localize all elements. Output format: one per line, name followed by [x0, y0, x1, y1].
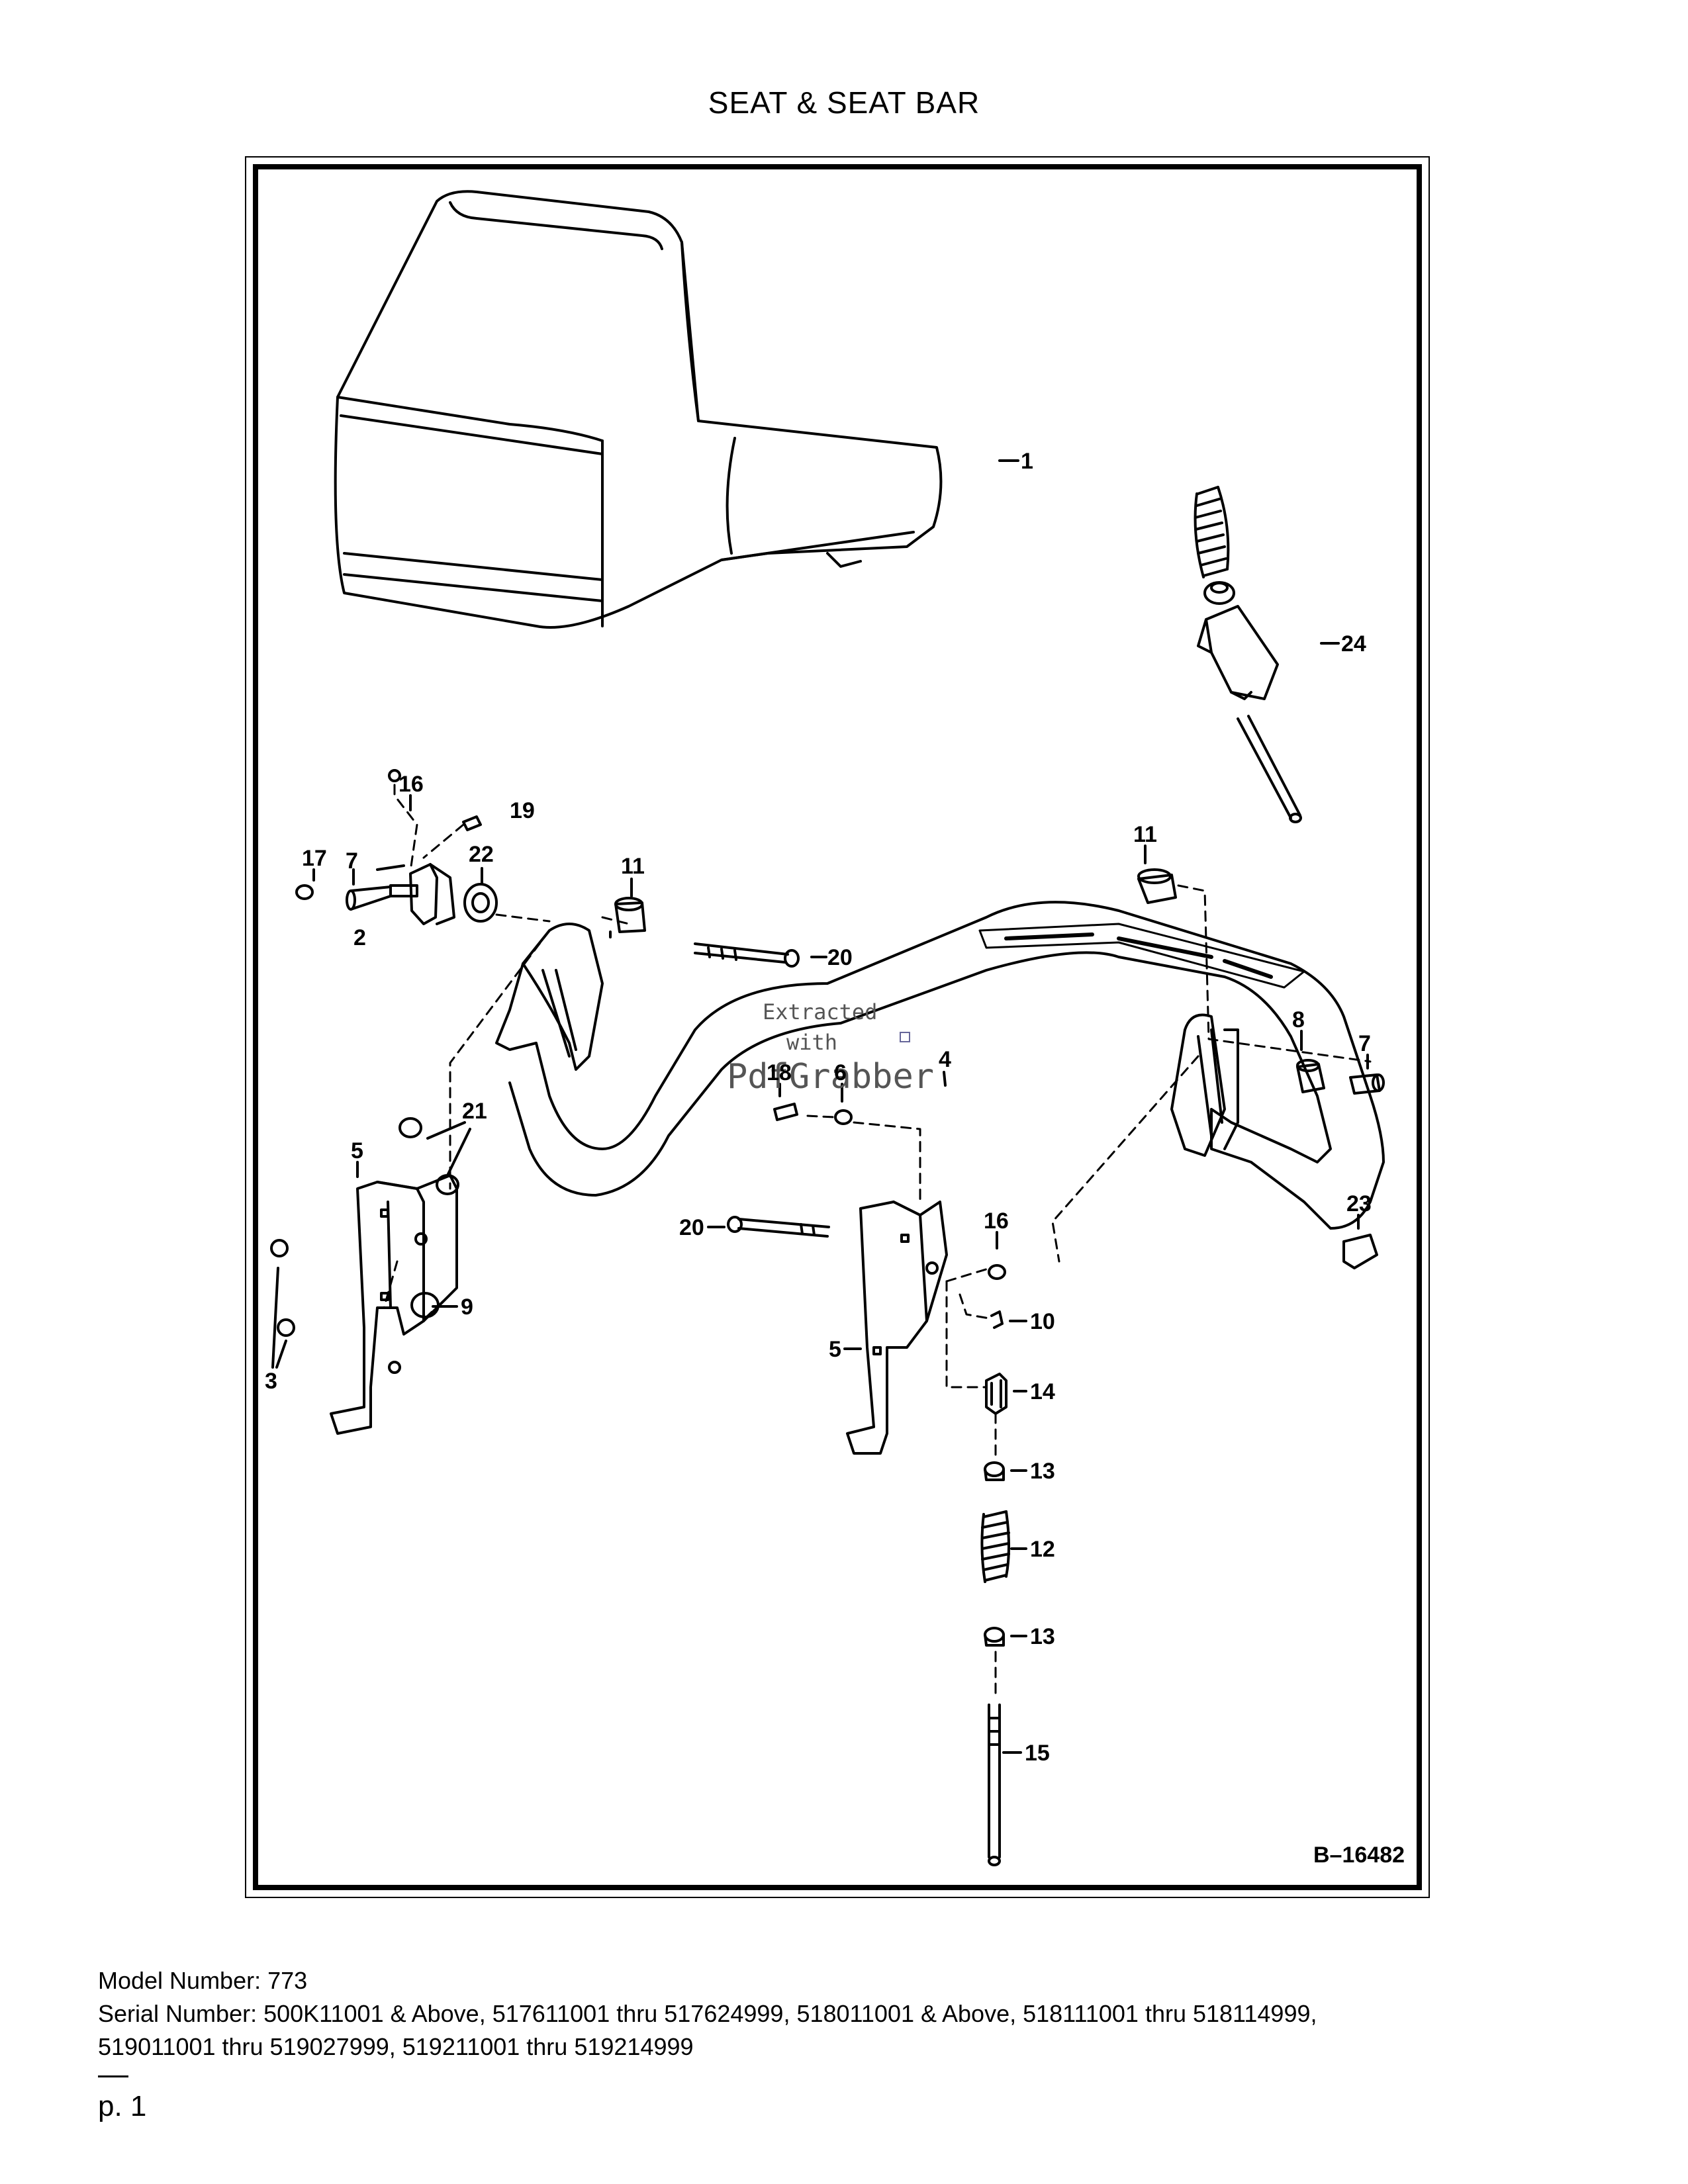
callout-3: 3	[265, 1369, 277, 1394]
callout-18: 18	[767, 1060, 792, 1085]
parts-drawing: Extracted with PdfGrabber 1 24 16 19 17 …	[265, 190, 1405, 1868]
callout-16-lower: 16	[984, 1208, 1009, 1234]
callout-7-right: 7	[1358, 1031, 1371, 1056]
callout-21: 21	[462, 1099, 487, 1124]
callout-12: 12	[1030, 1537, 1055, 1562]
diagram-frame: Extracted with PdfGrabber 1 24 16 19 17 …	[245, 156, 1430, 1898]
watermark-icon	[900, 1032, 910, 1042]
callout-leaders	[271, 459, 1369, 1754]
watermark: Extracted with PdfGrabber	[727, 999, 934, 1097]
callout-2: 2	[353, 925, 366, 950]
callout-13-lower: 13	[1030, 1624, 1055, 1649]
callout-5-left: 5	[351, 1138, 363, 1163]
callout-16-upper: 16	[399, 772, 424, 797]
callout-15: 15	[1025, 1741, 1050, 1766]
page-title: SEAT & SEAT BAR	[708, 85, 980, 120]
serial-number-line-2: 519011001 thru 519027999, 519211001 thru…	[98, 2033, 694, 2060]
model-number: Model Number: 773	[98, 1967, 308, 1994]
callout-17: 17	[302, 846, 327, 871]
left-lower-hardware	[270, 1117, 459, 1337]
callout-20-upper: 20	[827, 945, 853, 970]
seat	[334, 190, 943, 629]
callout-5-right: 5	[829, 1337, 841, 1362]
callout-24: 24	[1341, 631, 1366, 657]
callout-6: 6	[834, 1060, 847, 1085]
page-number: p. 1	[98, 2090, 147, 2122]
callout-11-left: 11	[621, 854, 645, 879]
figure-id: B–16482	[1313, 1843, 1405, 1868]
exploded-parts-diagram: Extracted with PdfGrabber 1 24 16 19 17 …	[253, 164, 1422, 1890]
callout-11-right: 11	[1133, 822, 1157, 847]
upper-left-leader-lines	[393, 784, 1372, 1263]
watermark-line-3: PdfGrabber	[727, 1057, 934, 1097]
callout-8: 8	[1292, 1007, 1305, 1032]
callout-9: 9	[461, 1295, 473, 1320]
callout-10: 10	[1030, 1309, 1055, 1334]
callout-4: 4	[939, 1047, 951, 1072]
callout-22: 22	[469, 842, 494, 867]
part-23	[1342, 1234, 1378, 1269]
seat-bar	[495, 901, 1385, 1230]
part-24-assembly	[1194, 486, 1302, 823]
callout-13-upper: 13	[1030, 1459, 1055, 1484]
page-number-rule	[98, 2075, 128, 2077]
callout-20-lower: 20	[679, 1215, 704, 1240]
watermark-line-1: Extracted	[763, 999, 877, 1024]
footer-info: Model Number: 773 Serial Number: 500K110…	[98, 1964, 1587, 2064]
right-pivot-parts	[1296, 1059, 1385, 1095]
lower-leader-lines	[383, 1115, 997, 1700]
bushings-11	[614, 868, 1177, 933]
right-bracket-5	[846, 1201, 948, 1455]
watermark-line-2: with	[786, 1030, 837, 1055]
callout-19: 19	[510, 798, 535, 823]
bolts-20	[694, 942, 830, 1238]
callout-7-left: 7	[346, 848, 358, 874]
callout-1: 1	[1021, 449, 1033, 474]
right-middle-hardware	[773, 1103, 1006, 1329]
vertical-spring-stack	[980, 1373, 1010, 1866]
serial-number-line-1: Serial Number: 500K11001 & Above, 517611…	[98, 2000, 1317, 2027]
callout-23: 23	[1346, 1191, 1372, 1216]
callout-14: 14	[1030, 1379, 1055, 1404]
